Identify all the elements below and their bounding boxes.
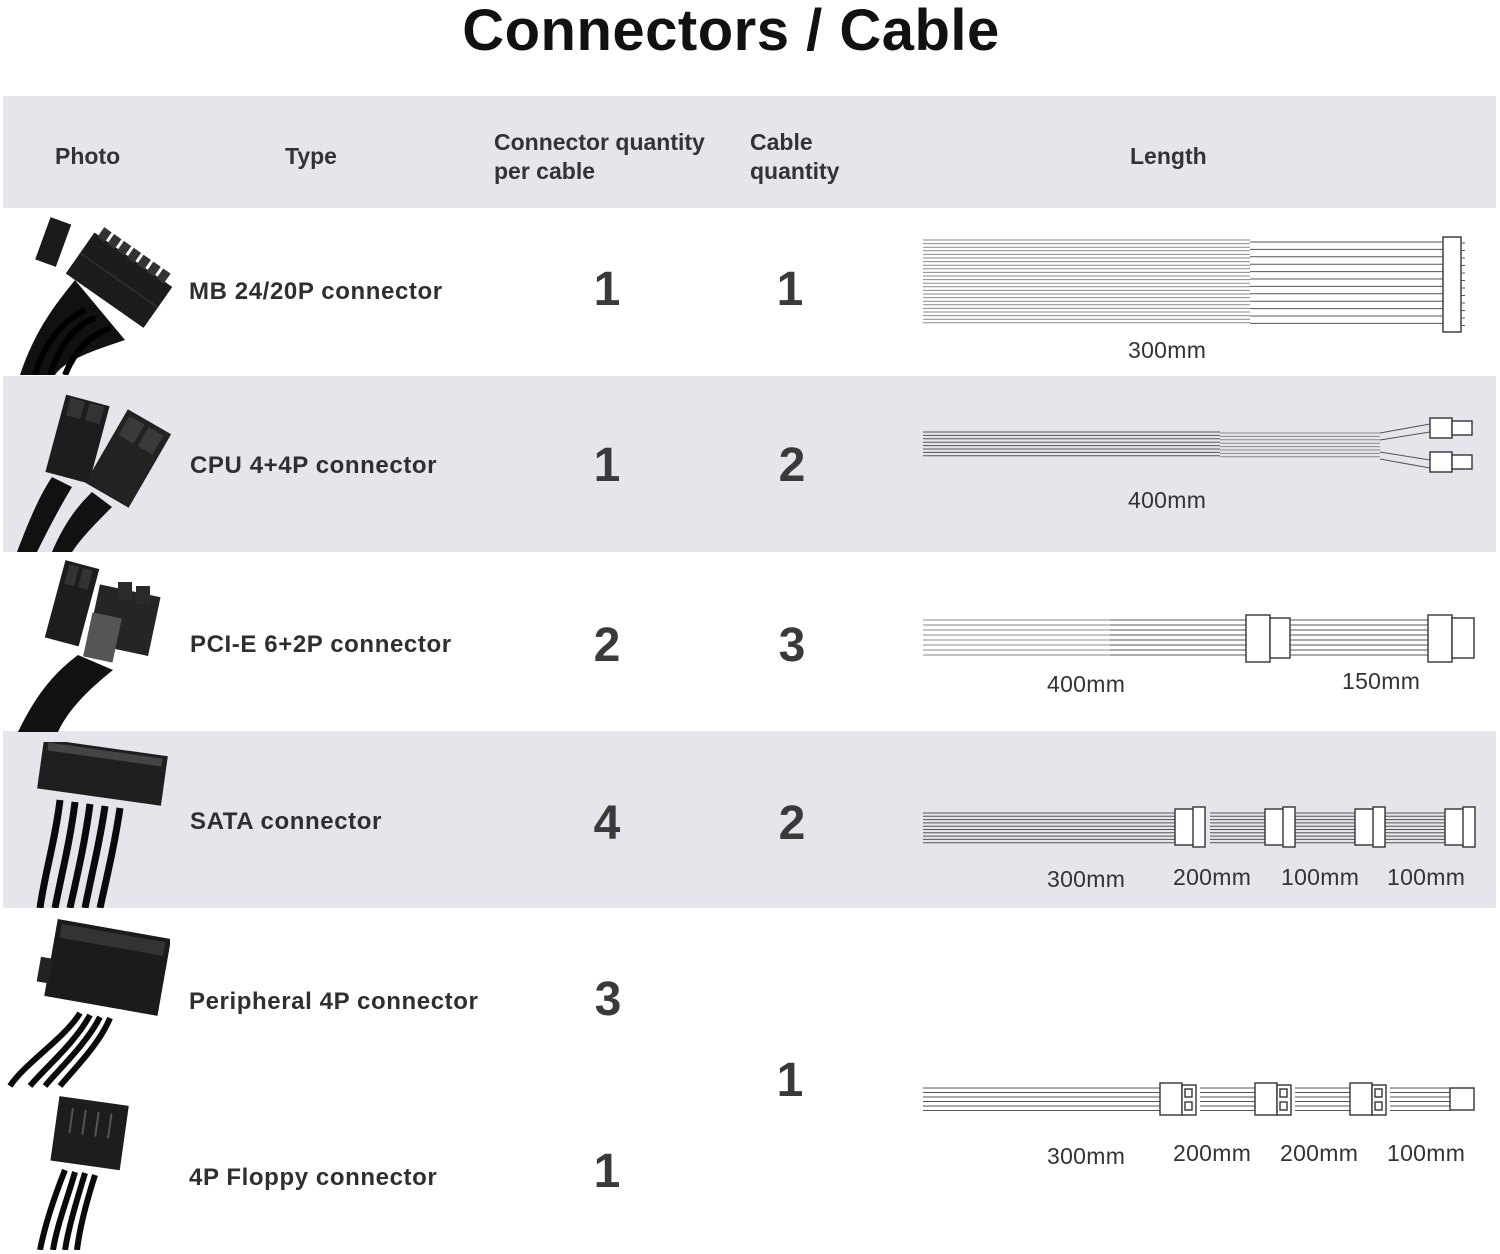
floppy-plug xyxy=(1449,1087,1475,1111)
molex-pin xyxy=(1279,1101,1288,1111)
row-band-cpu xyxy=(3,376,1496,552)
row-type-pcie: PCI-E 6+2P connector xyxy=(190,631,452,658)
length-label-molex-4: 100mm xyxy=(1387,1140,1466,1166)
sata-plug xyxy=(1192,806,1206,848)
sata-plug xyxy=(1462,806,1476,848)
length-label-pcie-2: 150mm xyxy=(1342,668,1421,694)
length-label-sata-4: 100mm xyxy=(1387,864,1466,890)
cable-qty-sata: 2 xyxy=(778,797,806,850)
connector-qty-pcie: 2 xyxy=(593,619,621,672)
header-connector-quantity-line1: Connector quantity xyxy=(494,129,705,155)
molex-4pin-connector-photo xyxy=(7,919,170,1088)
page-title: Connectors / Cable xyxy=(462,0,1000,63)
header-cable-quantity: Cable quantity xyxy=(750,128,839,186)
floppy-4pin-connector-photo xyxy=(37,1096,129,1250)
cpu-4plus4-connector-photo xyxy=(17,394,172,552)
atx-24pin-connector-photo xyxy=(20,217,173,375)
connector-qty-mb-24p: 1 xyxy=(593,263,621,316)
length-label-cpu: 400mm xyxy=(1128,487,1207,513)
header-band xyxy=(3,96,1496,208)
connector-qty-cpu: 1 xyxy=(593,439,621,492)
cable-qty-cpu: 2 xyxy=(778,439,806,492)
connector-block xyxy=(1429,417,1453,439)
cable-qty-peripheral-floppy: 1 xyxy=(776,1054,804,1107)
mb-24pin-cable-diagram xyxy=(923,236,1465,333)
connector-qty-peripheral: 3 xyxy=(594,973,622,1026)
pcie-cable-diagram xyxy=(923,614,1475,663)
row-type-peripheral: Peripheral 4P connector xyxy=(189,988,479,1015)
sata-cable-diagram xyxy=(923,806,1476,848)
header-connector-quantity-line2: per cable xyxy=(494,158,595,184)
cable-qty-mb-24p: 1 xyxy=(776,263,804,316)
row-type-sata: SATA connector xyxy=(190,808,382,835)
connector-qty-sata: 4 xyxy=(593,797,621,850)
molex-pin xyxy=(1279,1088,1288,1098)
length-label-molex-3: 200mm xyxy=(1280,1140,1359,1166)
connector-block xyxy=(1427,614,1453,663)
connector-block xyxy=(1451,454,1473,470)
cpu-cable-diagram xyxy=(923,417,1473,473)
molex-plug xyxy=(1159,1082,1183,1116)
connector-block xyxy=(1442,236,1462,333)
connector-block xyxy=(1245,614,1271,663)
connector-block xyxy=(1269,617,1291,659)
length-label-sata-2: 200mm xyxy=(1173,864,1252,890)
row-type-floppy: 4P Floppy connector xyxy=(189,1164,438,1191)
header-connector-quantity: Connector quantity per cable xyxy=(494,128,705,186)
molex-plug xyxy=(1254,1082,1278,1116)
connector-qty-floppy: 1 xyxy=(593,1145,621,1198)
molex-plug xyxy=(1349,1082,1373,1116)
molex-pin xyxy=(1374,1101,1383,1111)
row-type-cpu: CPU 4+4P connector xyxy=(190,452,438,479)
pcie-6plus2-connector-photo xyxy=(18,560,161,732)
molex-pin xyxy=(1184,1101,1193,1111)
header-cable-quantity-line1: Cable xyxy=(750,129,813,155)
length-label-sata-3: 100mm xyxy=(1281,864,1360,890)
length-label-molex-2: 200mm xyxy=(1173,1140,1252,1166)
sata-connector-photo xyxy=(36,742,168,908)
header-photo: Photo xyxy=(55,143,121,169)
peripheral-floppy-cable-diagram xyxy=(923,1082,1475,1116)
sata-plug xyxy=(1282,806,1296,848)
cable-split xyxy=(1379,423,1431,469)
molex-pin xyxy=(1374,1088,1383,1098)
length-label-mb-24p: 300mm xyxy=(1128,337,1207,363)
molex-pin xyxy=(1184,1088,1193,1098)
sata-plug xyxy=(1372,806,1386,848)
length-label-sata-1: 300mm xyxy=(1047,866,1126,892)
connector-block xyxy=(1451,617,1475,659)
connector-block xyxy=(1451,420,1473,436)
length-label-pcie-1: 400mm xyxy=(1047,671,1126,697)
connector-block xyxy=(1429,451,1453,473)
header-cable-quantity-line2: quantity xyxy=(750,158,840,184)
header-type: Type xyxy=(285,143,337,169)
cable-qty-pcie: 3 xyxy=(778,619,806,672)
row-type-mb-24p: MB 24/20P connector xyxy=(189,278,443,305)
header-length: Length xyxy=(1130,143,1207,169)
length-label-molex-1: 300mm xyxy=(1047,1143,1126,1169)
